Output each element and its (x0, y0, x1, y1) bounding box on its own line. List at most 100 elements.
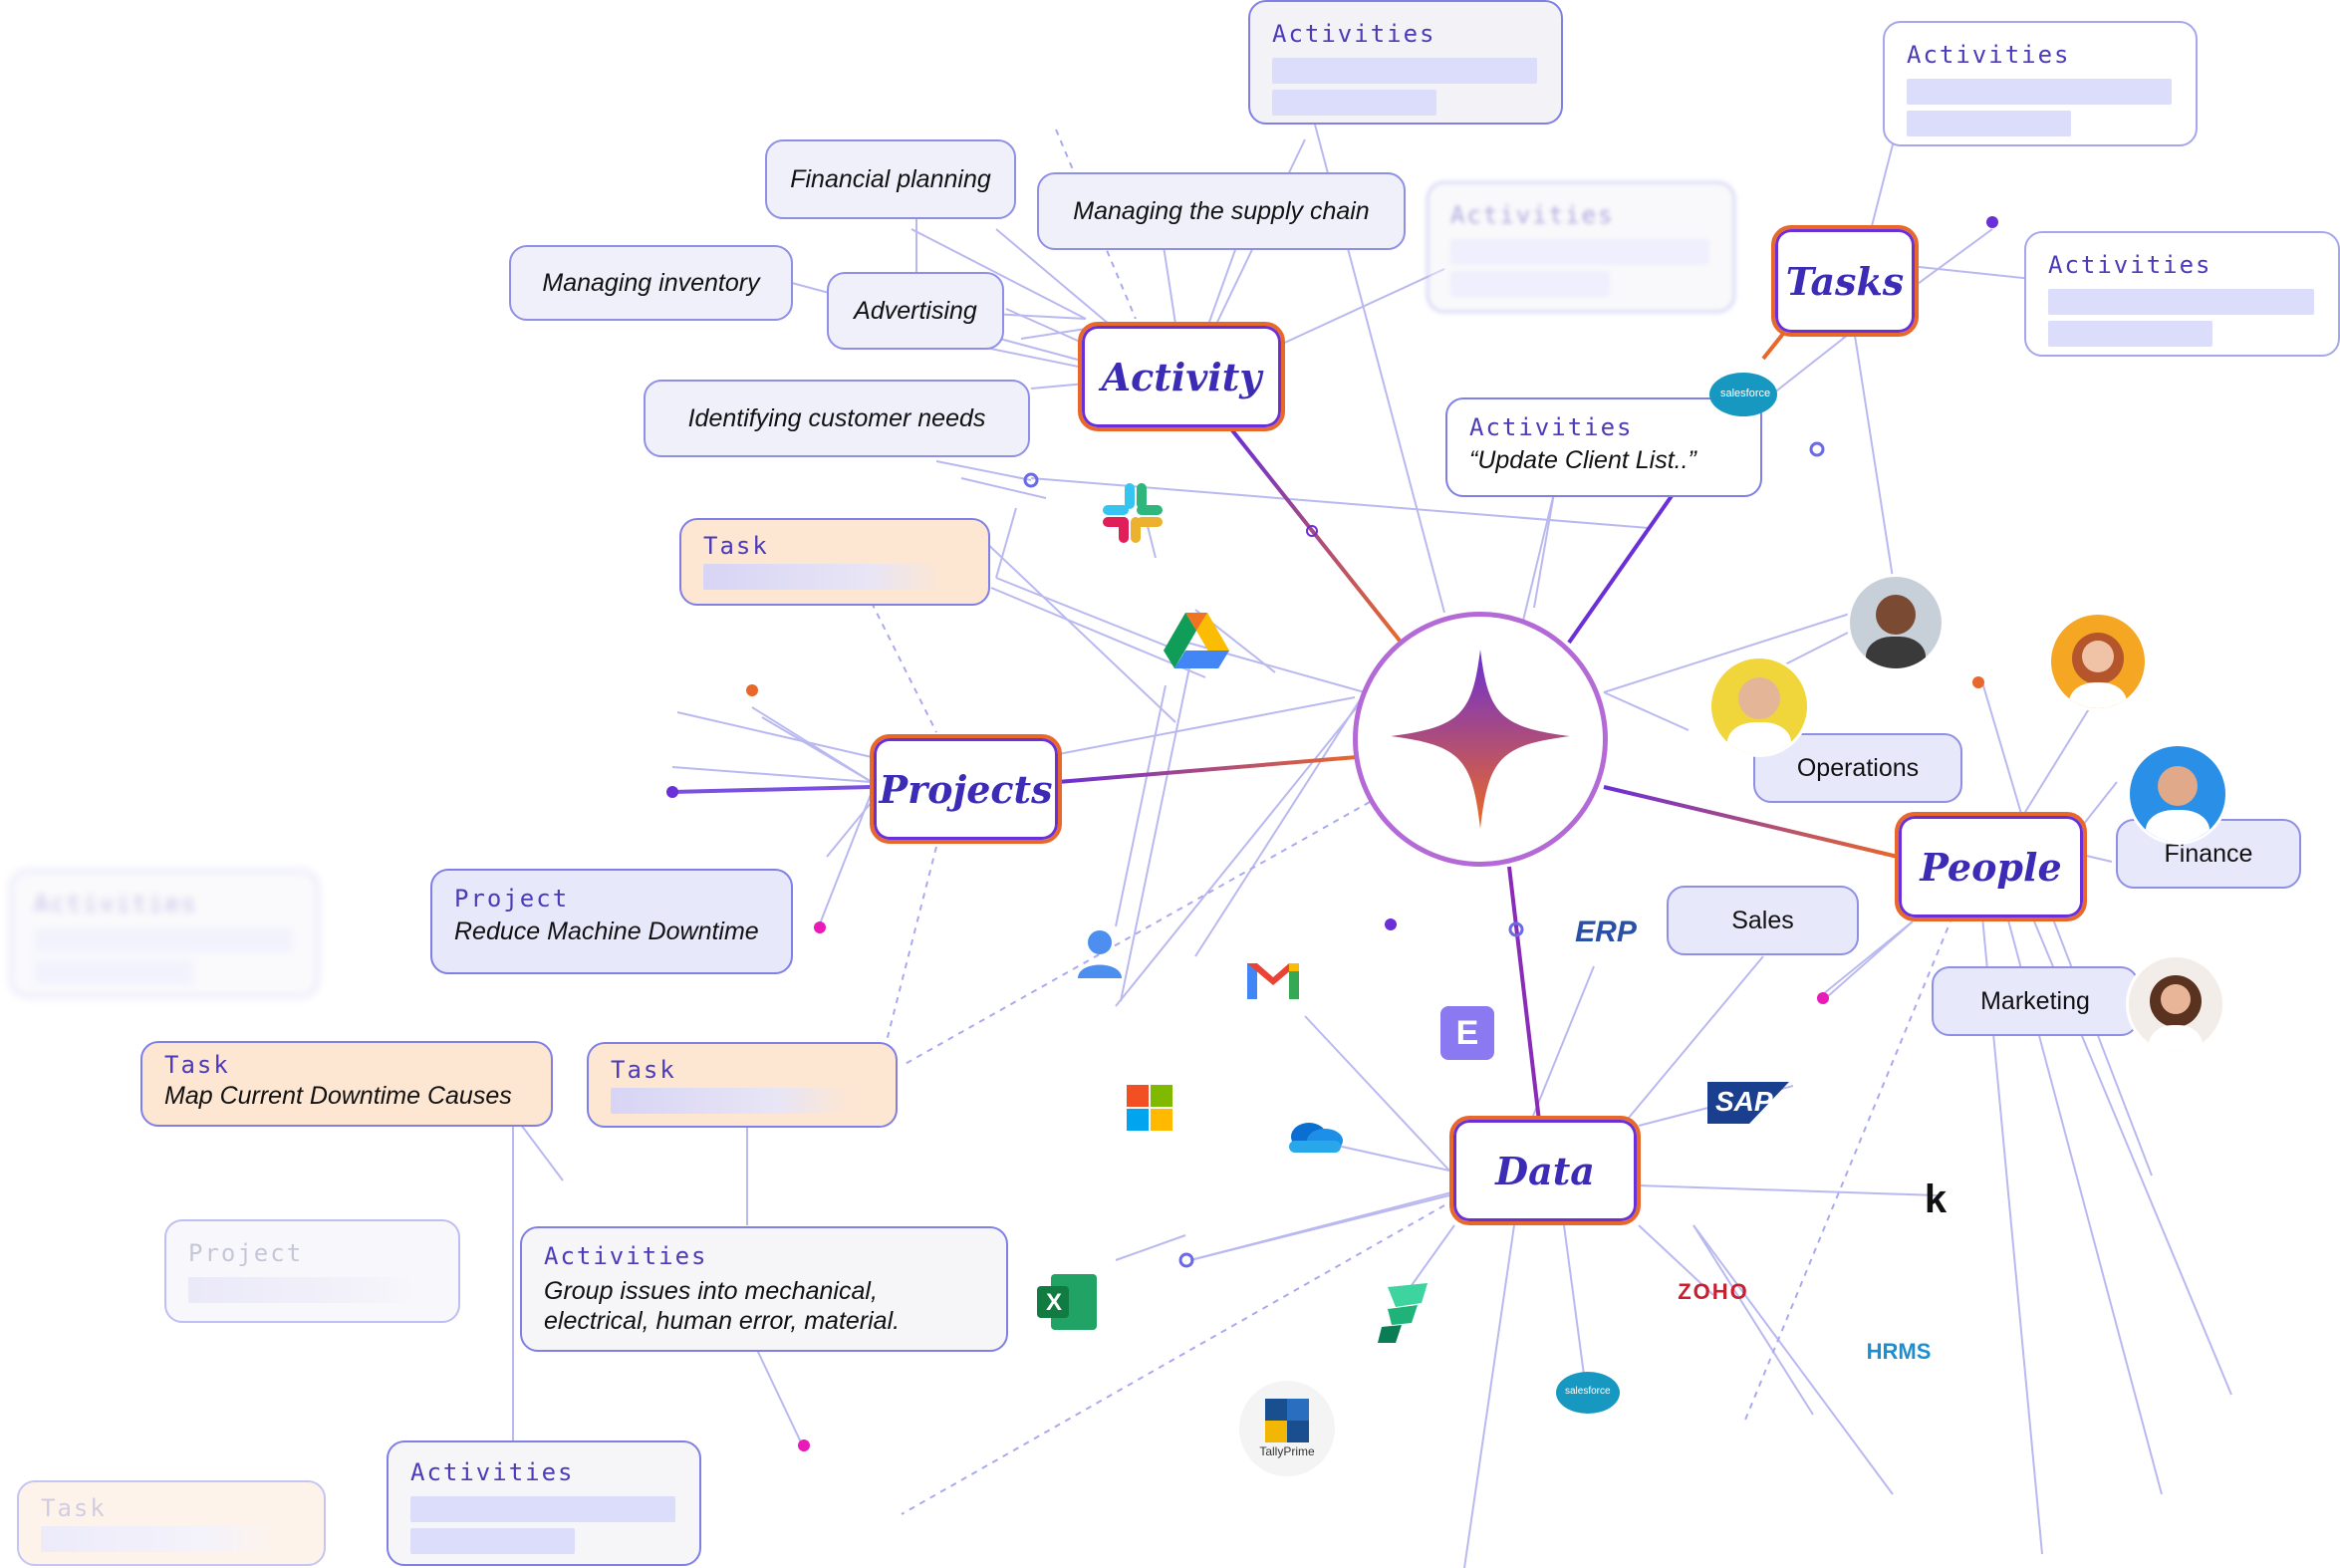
e-app-icon[interactable]: E (1440, 1006, 1494, 1060)
hub-data-label: Data (1495, 1148, 1595, 1193)
drive-glyph (1164, 613, 1229, 668)
card-task-map-downtime[interactable]: Task Map Current Downtime Causes (140, 1041, 553, 1127)
card-task-top[interactable]: Task (679, 518, 990, 606)
card-text-line1: Group issues into mechanical, (544, 1277, 878, 1305)
card-label: Activities (1907, 41, 2071, 69)
card-label: Activities (544, 1242, 708, 1270)
pill-financial-planning[interactable]: Financial planning (765, 139, 1016, 219)
card-text: Map Current Downtime Causes (164, 1082, 512, 1110)
person-icon (1866, 595, 1926, 668)
windows-glyph (1127, 1085, 1172, 1131)
placeholder-bar (1450, 271, 1610, 297)
card-activities-left-blurred: Activities (10, 870, 319, 997)
cloud-glyph (1289, 1123, 1343, 1153)
card-label: Activities (1272, 20, 1436, 48)
google-drive-icon[interactable] (1162, 608, 1231, 671)
excel-icon[interactable]: X (1036, 1273, 1098, 1331)
hub-activity[interactable]: Activity (1078, 322, 1285, 431)
microsoft-icon[interactable] (1126, 1084, 1173, 1132)
card-label: Project (188, 1239, 304, 1267)
hub-projects-label: Projects (879, 766, 1053, 812)
card-label: Task (164, 1051, 230, 1079)
gmail-icon[interactable] (1246, 958, 1300, 1000)
hub-activity-label: Activity (1101, 354, 1262, 399)
hub-people-label: People (1920, 844, 2062, 890)
avatar-operations[interactable] (1708, 655, 1810, 757)
pill-managing-inventory[interactable]: Managing inventory (509, 245, 793, 321)
card-activities-right2[interactable]: Activities (2024, 231, 2340, 357)
salesforce-text: salesforce (1720, 388, 1771, 399)
placeholder-bar (410, 1528, 575, 1554)
pill-identifying-customer-needs[interactable]: Identifying customer needs (644, 380, 1030, 457)
sparkle-icon (1391, 650, 1570, 829)
contacts-icon[interactable] (1072, 926, 1128, 982)
placeholder-bar (41, 1526, 280, 1552)
person-icon (2149, 975, 2203, 1051)
pill-marketing[interactable]: Marketing (1932, 966, 2139, 1036)
salesforce-logo-bottom[interactable]: salesforce (1555, 1370, 1621, 1416)
card-activities-blurred: Activities (1427, 181, 1735, 313)
avatar-man-smiling[interactable] (1847, 574, 1945, 671)
card-activities-update-client[interactable]: Activities “Update Client List..” (1445, 397, 1762, 497)
erp-logo[interactable]: ERP (1568, 915, 1644, 950)
sap-logo[interactable]: SAP (1707, 1082, 1789, 1124)
person-glyph (1078, 930, 1122, 978)
slack-glyph (1103, 483, 1163, 543)
placeholder-bar (34, 959, 193, 985)
placeholder-bar (1907, 111, 2071, 136)
card-activities-bottom[interactable]: Activities (387, 1440, 701, 1566)
central-star-node[interactable] (1353, 612, 1608, 867)
avatar-woman-red-hair[interactable] (2048, 612, 2148, 711)
pill-label: Managing the supply chain (1073, 196, 1370, 225)
salesforce-cloud (1709, 373, 1777, 416)
card-label: Activities (1450, 201, 1615, 229)
slack-icon[interactable] (1100, 480, 1166, 546)
pill-label: Advertising (854, 296, 977, 325)
card-task-middle[interactable]: Task (587, 1042, 898, 1128)
onedrive-icon[interactable] (1283, 1114, 1345, 1156)
pill-label: Financial planning (790, 164, 991, 193)
avatar-marketing[interactable] (2126, 954, 2225, 1054)
person-icon (2069, 633, 2127, 708)
fabric-glyph (1378, 1283, 1428, 1343)
pill-sales[interactable]: Sales (1667, 886, 1859, 955)
hrms-logo[interactable]: HRMS (1859, 1334, 1939, 1370)
pill-label: Managing inventory (542, 268, 760, 297)
avatar-finance[interactable] (2127, 743, 2228, 845)
pill-advertising[interactable]: Advertising (827, 272, 1004, 350)
placeholder-bar (611, 1088, 850, 1114)
excel-letter: X (1046, 1289, 1063, 1316)
hub-tasks[interactable]: Tasks (1771, 225, 1919, 337)
hub-projects[interactable]: Projects (870, 734, 1062, 844)
card-label: Project (454, 885, 570, 913)
card-activities-right1[interactable]: Activities (1883, 21, 2198, 146)
card-label: Activities (2048, 251, 2212, 279)
tallyprime-icon[interactable]: TallyPrime (1239, 1381, 1335, 1476)
hub-people[interactable]: People (1895, 812, 2087, 921)
placeholder-bar (188, 1277, 427, 1303)
zoho-logo[interactable]: ZOHO (1678, 1275, 1749, 1309)
placeholder-bar (1272, 90, 1436, 116)
card-activities-group-issues[interactable]: Activities Group issues into mechanical,… (520, 1226, 1008, 1352)
placeholder-bar (1272, 58, 1537, 84)
card-label: Task (41, 1494, 107, 1522)
sap-logo-text: SAP (1715, 1086, 1773, 1117)
k-app-icon[interactable]: k (1911, 1174, 1960, 1225)
fabric-icon[interactable] (1378, 1282, 1430, 1344)
zoho-logo-text: ZOHO (1678, 1279, 1749, 1304)
card-activities-top[interactable]: Activities (1248, 0, 1563, 125)
card-task-faded: Task (17, 1480, 326, 1566)
card-label: Activities (1469, 413, 1634, 441)
e-app-letter: E (1455, 1013, 1479, 1052)
card-text: Reduce Machine Downtime (454, 917, 759, 945)
card-project-reduce-downtime[interactable]: Project Reduce Machine Downtime (430, 869, 793, 974)
hub-data[interactable]: Data (1449, 1116, 1641, 1225)
placeholder-bar (1450, 239, 1709, 265)
pill-label: Marketing (1980, 986, 2090, 1015)
salesforce-logo-top[interactable]: salesforce (1708, 371, 1778, 418)
card-label: Activities (34, 890, 198, 917)
placeholder-bar (2048, 321, 2212, 347)
excel-glyph (1037, 1274, 1097, 1330)
placeholder-bar (703, 564, 942, 590)
pill-supply-chain[interactable]: Managing the supply chain (1037, 172, 1406, 250)
